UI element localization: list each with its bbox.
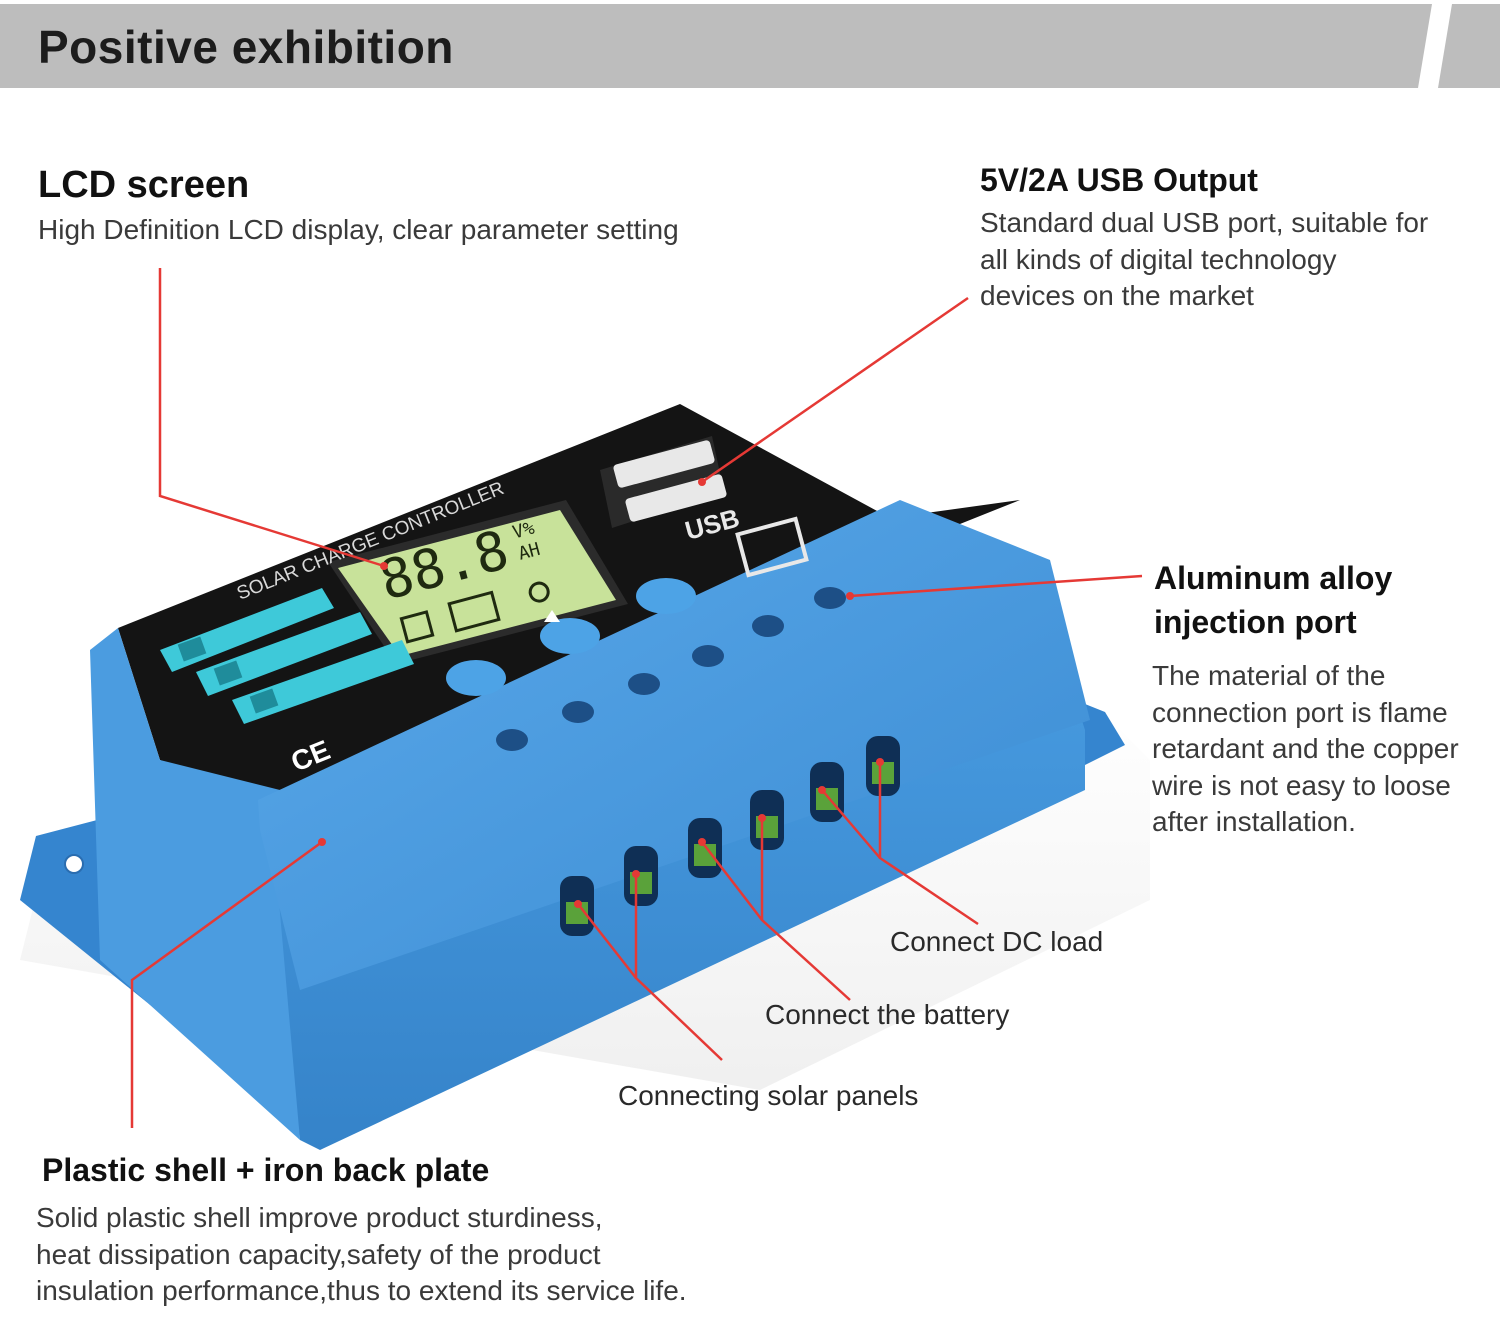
shell-callout-desc: Solid plastic shell improve product stur… <box>36 1202 687 1306</box>
battery-type-indicators <box>160 588 414 724</box>
page-title: Positive exhibition <box>38 21 454 73</box>
usb-callout-desc: Standard dual USB port, suitable for all… <box>980 207 1429 311</box>
battery-label: Connect the battery <box>765 999 1010 1030</box>
lcd-callout-desc: High Definition LCD display, clear param… <box>38 214 679 245</box>
up-button <box>540 618 600 654</box>
solar-label: Connecting solar panels <box>618 1080 919 1111</box>
shell-callout-title: Plastic shell + iron back plate <box>42 1152 490 1188</box>
lcd-battery-icon <box>447 590 501 633</box>
usb-port-2 <box>625 474 727 522</box>
mounting-hole <box>64 854 84 874</box>
left-side-wall <box>90 628 300 1140</box>
leader-lcd <box>158 268 385 568</box>
lcd-bulb-icon <box>528 581 550 603</box>
usb-power-icon <box>735 516 809 578</box>
leader-lines <box>130 268 1143 1128</box>
usb-callout-title: 5V/2A USB Output <box>980 162 1258 198</box>
usb-port-1 <box>613 440 715 488</box>
lcd-screen <box>338 510 616 656</box>
lcd-callout-title: LCD screen <box>38 164 250 206</box>
banner-background <box>0 4 1500 88</box>
leader-port <box>849 574 1143 598</box>
leader-solar-2 <box>577 903 637 979</box>
lcd-panel-icon <box>399 610 435 644</box>
down-button <box>636 578 696 614</box>
dc-load-label: Connect DC load <box>890 926 1104 957</box>
terminal-slots <box>560 736 900 936</box>
port-callout-title: Aluminum alloy injection port <box>1154 560 1393 640</box>
battery-type-lifepo4 <box>232 640 414 724</box>
leader-shell <box>130 840 323 1128</box>
leader-battery-2 <box>701 841 763 921</box>
menu-button <box>446 660 506 696</box>
leader-dc-load-2 <box>821 789 881 859</box>
top-ridge <box>258 500 1090 990</box>
header-banner: Positive exhibition <box>0 0 1500 92</box>
port-callout-desc: The material of the connection port is f… <box>1152 660 1459 837</box>
terminal-screw-holes <box>496 587 846 751</box>
leader-usb <box>701 296 969 484</box>
